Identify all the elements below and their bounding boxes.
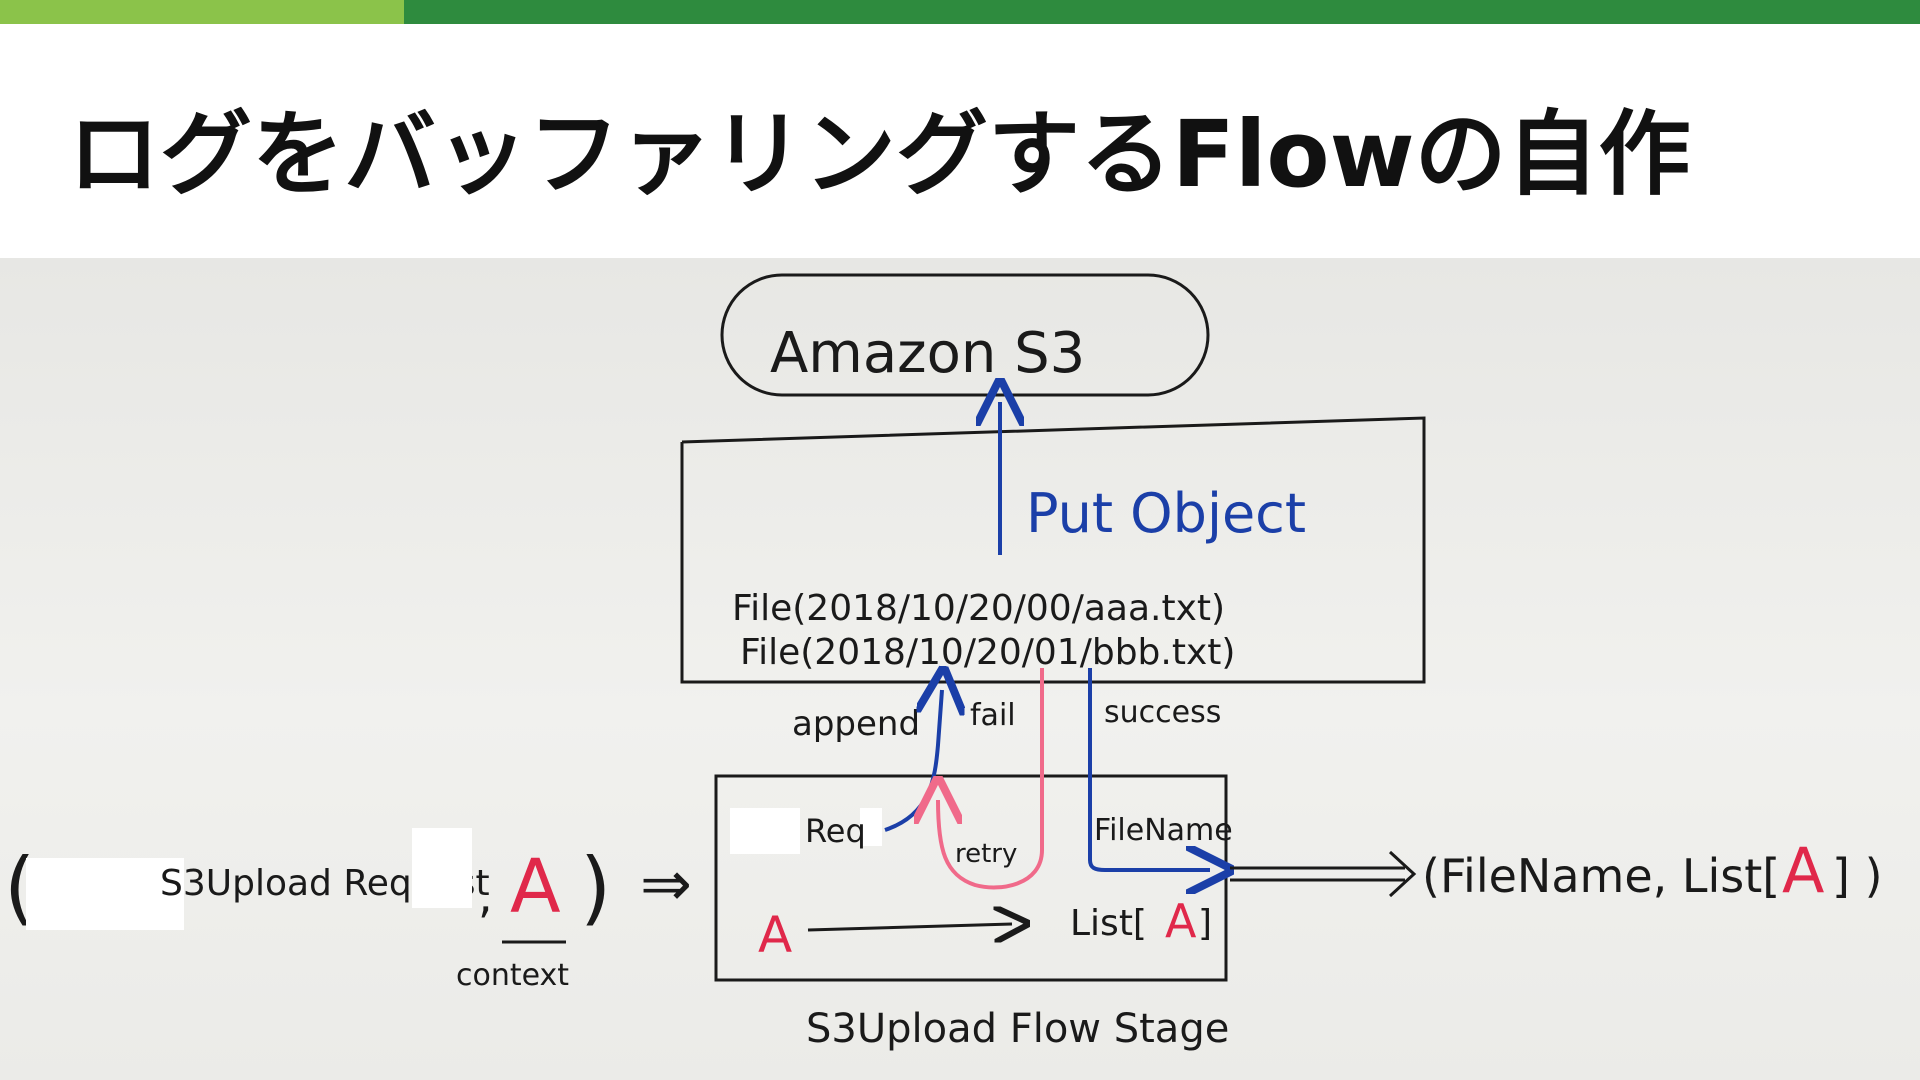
redaction-block-input: [26, 858, 184, 930]
output-arrow-head: [1388, 850, 1417, 898]
buffer-box: [680, 416, 1426, 684]
stage-list-a: A: [1165, 894, 1197, 948]
flow-stage-box: [714, 774, 1228, 982]
top-accent-bar-dark: [404, 0, 1920, 24]
stage-a: A: [758, 906, 792, 964]
append-label: append: [792, 704, 920, 744]
redaction-block-req: [730, 808, 800, 854]
stage-list-close: ]: [1198, 903, 1212, 944]
s3-label: Amazon S3: [770, 321, 1085, 386]
fail-label: fail: [970, 698, 1016, 733]
fail-retry-loop: [938, 668, 1044, 890]
input-a: A: [510, 844, 561, 930]
output-a: A: [1782, 834, 1824, 907]
put-object-label: Put Object: [1026, 482, 1306, 545]
input-comma: ,: [478, 869, 493, 923]
top-accent-bar-light: [0, 0, 404, 24]
slide-title: ログをバッファリングするFlowの自作: [68, 101, 1691, 208]
implies-arrow: ⇒: [640, 847, 692, 920]
req-label: Req: [805, 812, 866, 850]
s3-bubble: [720, 273, 1210, 397]
top-accent-bar: [0, 0, 1920, 24]
stage-list-open: List[: [1070, 903, 1147, 944]
success-label: success: [1104, 695, 1221, 730]
output-open: (FileName, List[: [1422, 849, 1780, 903]
redaction-block-input-2: [412, 828, 472, 908]
redaction-block-req-2: [860, 808, 882, 846]
output-close: ] ): [1832, 849, 1883, 903]
stage-a-arrow: [807, 924, 1012, 930]
flow-stage-name: S3Upload Flow Stage: [806, 1006, 1229, 1052]
filename-label: FileName: [1094, 813, 1233, 848]
input-close-paren: ): [580, 841, 611, 934]
success-arrow: [1088, 668, 1210, 870]
retry-label: retry: [955, 839, 1017, 869]
context-label: context: [456, 958, 569, 993]
file-line-1: File(2018/10/20/00/aaa.txt): [732, 588, 1225, 629]
file-line-2: File(2018/10/20/01/bbb.txt): [740, 632, 1235, 673]
